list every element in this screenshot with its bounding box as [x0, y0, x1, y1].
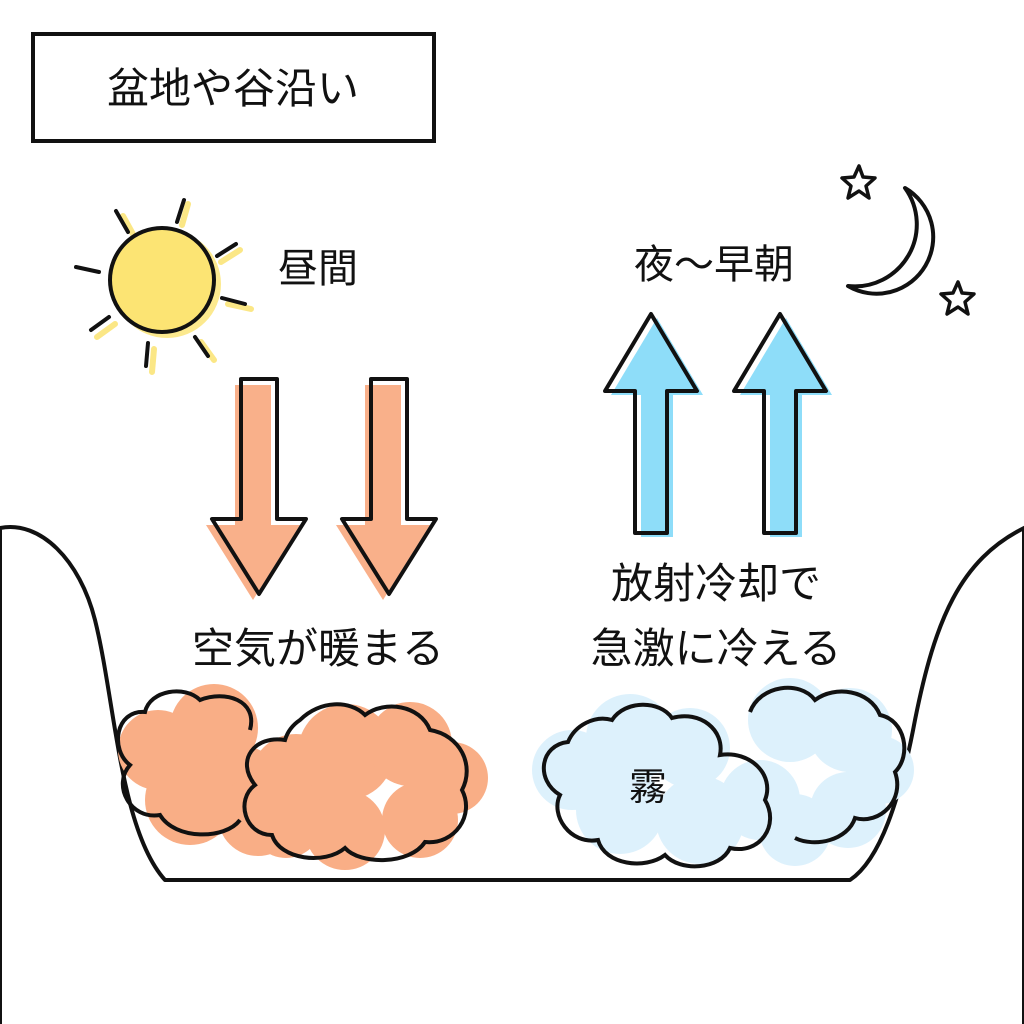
star-icon [840, 164, 877, 200]
fog-label: 霧 [629, 765, 667, 809]
cool-arrow-up [603, 312, 703, 537]
day-caption: 空気が暖まる [192, 624, 444, 673]
warm-arrow-down [336, 377, 438, 600]
warm-arrow-down [206, 377, 308, 600]
cool-arrow-up [732, 312, 832, 537]
star-icon [939, 280, 976, 316]
fog-cloud: 霧 [532, 678, 914, 869]
night-caption-line2: 急激に冷える [591, 624, 842, 673]
moon-icon [846, 186, 936, 296]
night-label: 夜～早朝 [634, 242, 794, 288]
sun-icon [74, 198, 254, 375]
title-box: 盆地や谷沿い [31, 32, 436, 143]
night-caption-line1: 放射冷却で [611, 559, 821, 608]
basin-outline [0, 524, 1024, 1024]
warm-air-cloud [116, 684, 488, 870]
title-text: 盆地や谷沿い [107, 64, 359, 113]
day-label: 昼間 [278, 246, 358, 292]
